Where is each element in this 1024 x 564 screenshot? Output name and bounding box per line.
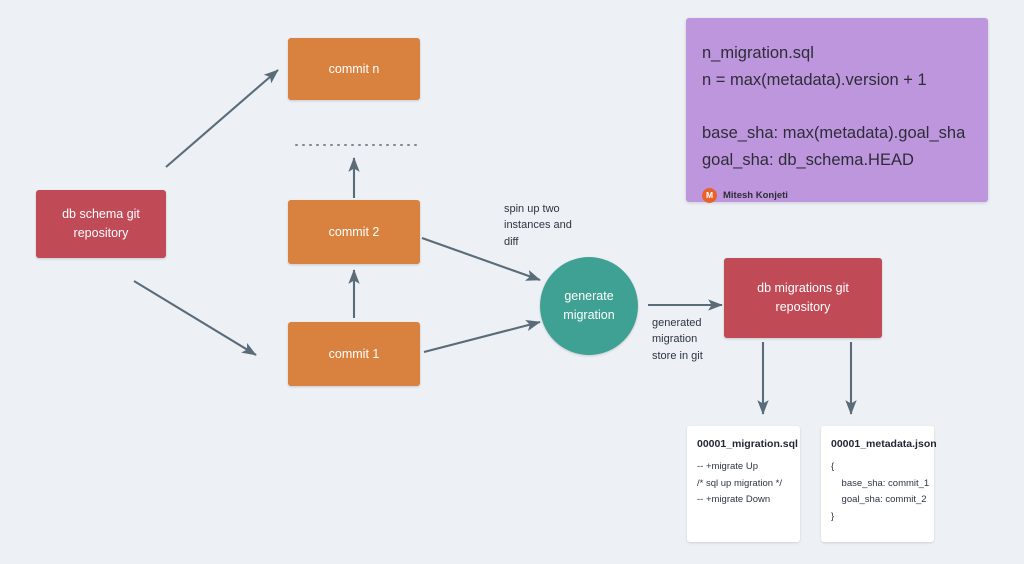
node-db-schema-git-repository[interactable]: db schema git repository [36,190,166,258]
document-card-migration-sql[interactable]: 00001_migration.sql -- +migrate Up /* sq… [687,426,800,542]
avatar: M [702,187,717,203]
edge-commit1-to-generate [423,319,541,354]
node-generate-migration[interactable]: generate migration [540,257,638,355]
node-commit-n[interactable]: commit n [288,38,420,100]
node-commit-n-label: commit n [328,61,380,76]
node-db-migrations-git-repository[interactable]: db migrations git repository [724,258,882,338]
edge-schema-to-commit-1 [133,280,257,356]
node-db-migrations-label: db migrations git repository [757,281,849,314]
node-commit-1[interactable]: commit 1 [288,322,420,386]
node-commit-2[interactable]: commit 2 [288,200,420,264]
node-db-schema-label: db schema git repository [62,207,140,240]
edge-label-spin-up-two-instances: spin up two instances and diff [504,203,572,248]
node-generate-migration-label: generate migration [563,289,615,322]
document-title: 00001_metadata.json [831,438,937,450]
sticky-note-text: n_migration.sql n = max(metadata).versio… [702,44,966,169]
edge-schema-to-commit-n [165,69,279,168]
sticky-note-migration-spec[interactable]: n_migration.sql n = max(metadata).versio… [686,18,988,203]
document-card-metadata-json[interactable]: 00001_metadata.json { base_sha: commit_1… [821,426,937,542]
sticky-note-author: M Mitesh Konjeti [702,187,972,203]
document-body: -- +migrate Up /* sql up migration */ --… [697,461,783,506]
document-body: { base_sha: commit_1 goal_sha: commit_2 … [831,461,930,522]
edge-label-generated-migration-store-in-git: generated migration store in git [652,317,703,362]
node-commit-1-label: commit 1 [328,346,380,361]
author-name: Mitesh Konjeti [723,189,788,201]
document-title: 00001_migration.sql [697,438,798,450]
node-commit-2-label: commit 2 [328,224,380,239]
